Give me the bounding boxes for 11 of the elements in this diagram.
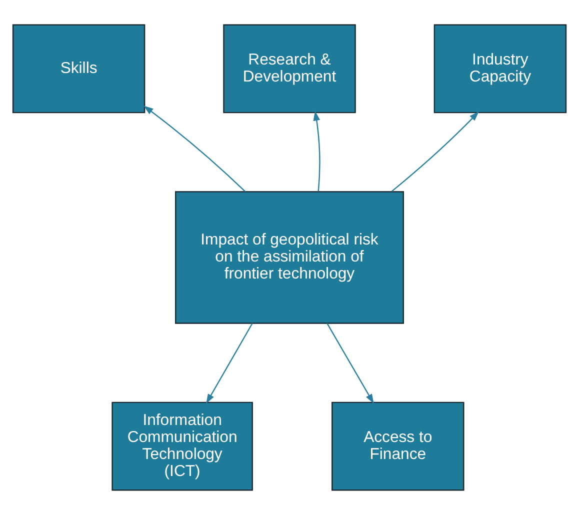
arrow bbox=[326, 322, 374, 404]
arrow bbox=[206, 322, 253, 404]
node-box: Access to Finance bbox=[332, 401, 464, 490]
node-box: Information Communication Technology (ICT) bbox=[112, 401, 253, 490]
arrow bbox=[391, 110, 479, 192]
node-box: Skills bbox=[12, 24, 146, 113]
node-box: Research & Development bbox=[223, 24, 356, 113]
node-box: Impact of geopolitical risk on the assimilation of frontier technology bbox=[175, 190, 404, 324]
arrow bbox=[144, 105, 246, 192]
node-box: Industry Capacity bbox=[434, 24, 567, 113]
arrow bbox=[313, 110, 320, 191]
